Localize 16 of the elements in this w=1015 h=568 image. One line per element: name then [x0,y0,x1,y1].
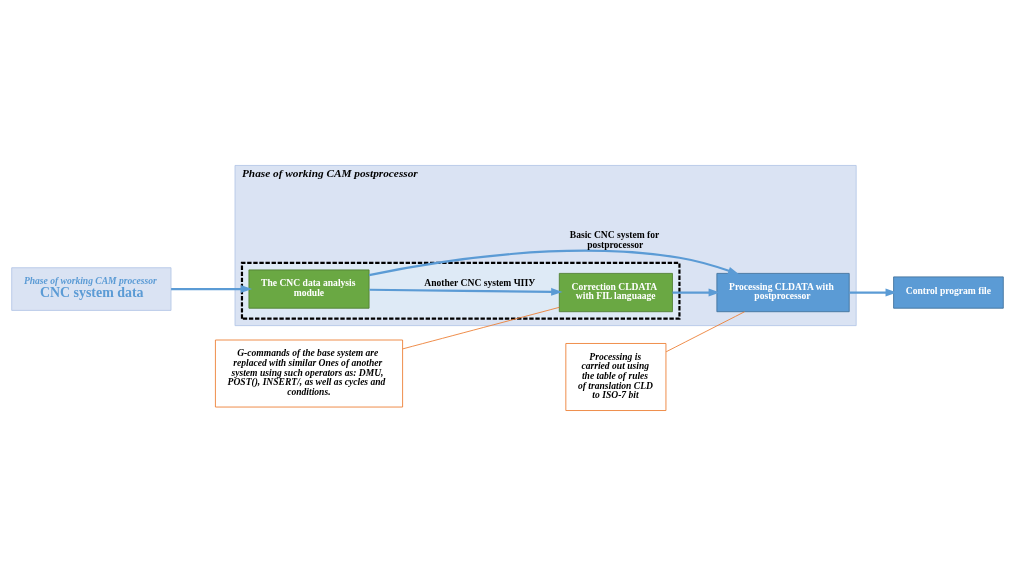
arrow [369,287,563,296]
arrow [849,288,897,297]
arrow [368,249,740,276]
node-box: Processing is carried out using the table of rules of translation CLD to ISO-7 bit [565,342,667,411]
connector [402,306,560,349]
node-box: Processing CLDATA with postprocessor [716,272,850,312]
edge-label: Another CNC system ЧПУ [424,276,536,288]
node-box: Control program file [893,275,1004,309]
node-box: G-commands of the base system are replaced with similar Ones of another system using such operators as: DMU, POST(), INSERT/, as well as cycles and conditions. [215,339,404,407]
arrow [171,284,253,293]
arrow [672,288,720,297]
node-box: Correction CLDATA with FIL languaage [558,272,673,312]
node-box: Phase of working CAM processor CNC system data [11,266,172,311]
node-box: The CNC data analysis module [248,269,370,309]
edge-label: Basic CNC system for postprocessor [569,228,660,250]
connector [665,310,745,352]
